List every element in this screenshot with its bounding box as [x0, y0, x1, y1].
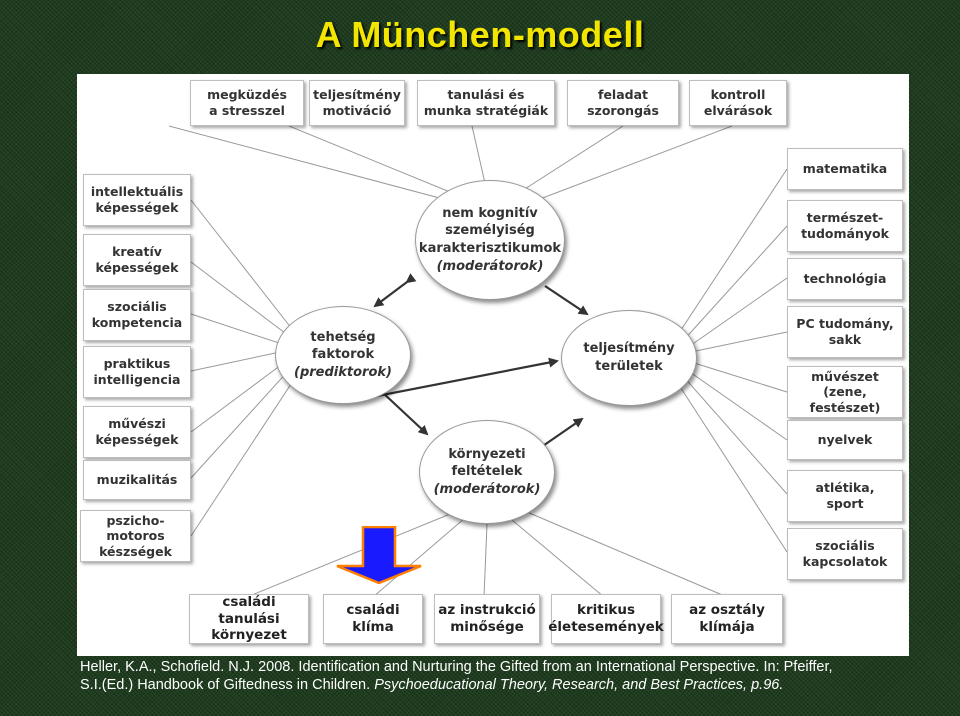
left-box-musicality: muzikalitás [83, 460, 191, 500]
right-box-technology: technológia [787, 258, 903, 300]
right-box-languages: nyelvek [787, 420, 903, 460]
ellipse-performance-areas-text: teljesítmény területek [583, 341, 675, 374]
bottom-box-critical-life-events: kritikus életesemények [548, 594, 664, 644]
right-box-social-relations: szociális kapcsolatok [787, 528, 903, 580]
left-box-intellectual: intellektuális képességek [83, 174, 191, 226]
connector-lines [168, 125, 788, 598]
bottom-box-family-climate: családi klíma [323, 594, 423, 644]
top-box-achievement-motivation: teljesítmény motiváció [309, 80, 405, 126]
fan-lines [168, 125, 788, 598]
top-box-task-anxiety: feladat szorongás [567, 80, 679, 126]
citation: Heller, K.A., Schofield. N.J. 2008. Iden… [80, 658, 958, 694]
ellipse-talent-factors: tehetség faktorok (prediktorok) [275, 306, 411, 404]
left-box-practical-intelligence: praktikus intelligencia [83, 346, 191, 398]
highlight-arrow-icon [336, 526, 422, 584]
citation-plain: S.I.(Ed.) Handbook of Giftedness in Chil… [80, 677, 375, 693]
ellipse-talent-factors-text: tehetség faktorok [310, 329, 376, 363]
left-box-social-competence: szociális kompetencia [83, 289, 191, 341]
right-box-mathematics: matematika [787, 148, 903, 190]
ellipse-environmental: környezeti feltételek (moderátorok) [419, 420, 555, 524]
right-box-natural-sciences: természet- tudományok [787, 200, 903, 252]
ellipse-talent-factors-sub: (prediktorok) [294, 364, 392, 380]
slide-title: A München-modell [315, 14, 645, 55]
right-box-pc-chess: PC tudomány, sakk [787, 306, 903, 358]
ellipse-performance-areas: teljesítmény területek [561, 310, 697, 406]
citation-line-1: Heller, K.A., Schofield. N.J. 2008. Iden… [80, 659, 833, 675]
main-arrows [361, 273, 589, 451]
citation-line-2: S.I.(Ed.) Handbook of Giftedness in Chil… [80, 676, 958, 694]
top-box-control-expectations: kontroll elvárások [689, 80, 787, 126]
bottom-box-class-climate: az osztály klímája [671, 594, 783, 644]
left-box-creative: kreatív képességek [83, 234, 191, 286]
bottom-box-family-learning: családi tanulási környezet [189, 594, 309, 644]
ellipse-non-cognitive-sub: (moderátorok) [436, 258, 544, 274]
top-box-coping-stress: megküzdés a stresszel [190, 80, 304, 126]
ellipse-environmental-text: környezeti feltételek [448, 446, 526, 480]
right-box-arts: művészet (zene, festészet) [787, 366, 903, 418]
ellipse-environmental-sub: (moderátorok) [433, 481, 541, 497]
left-box-psychomotor: pszicho-motoros készségek [80, 510, 191, 562]
bottom-box-instruction-quality: az instrukció minősége [434, 594, 540, 644]
diagram-panel: megküzdés a stresszel teljesítmény motiv… [77, 74, 909, 656]
ellipse-non-cognitive-text: nem kognitív személyiség karakterisztiku… [418, 205, 562, 256]
top-box-learning-strategies: tanulási és munka stratégiák [417, 80, 555, 126]
ellipse-non-cognitive: nem kognitív személyiség karakterisztiku… [415, 180, 565, 300]
citation-italic: Psychoeducational Theory, Research, and … [374, 677, 784, 693]
left-box-artistic: művészi képességek [83, 406, 191, 458]
right-box-athletics: atlétika, sport [787, 470, 903, 522]
